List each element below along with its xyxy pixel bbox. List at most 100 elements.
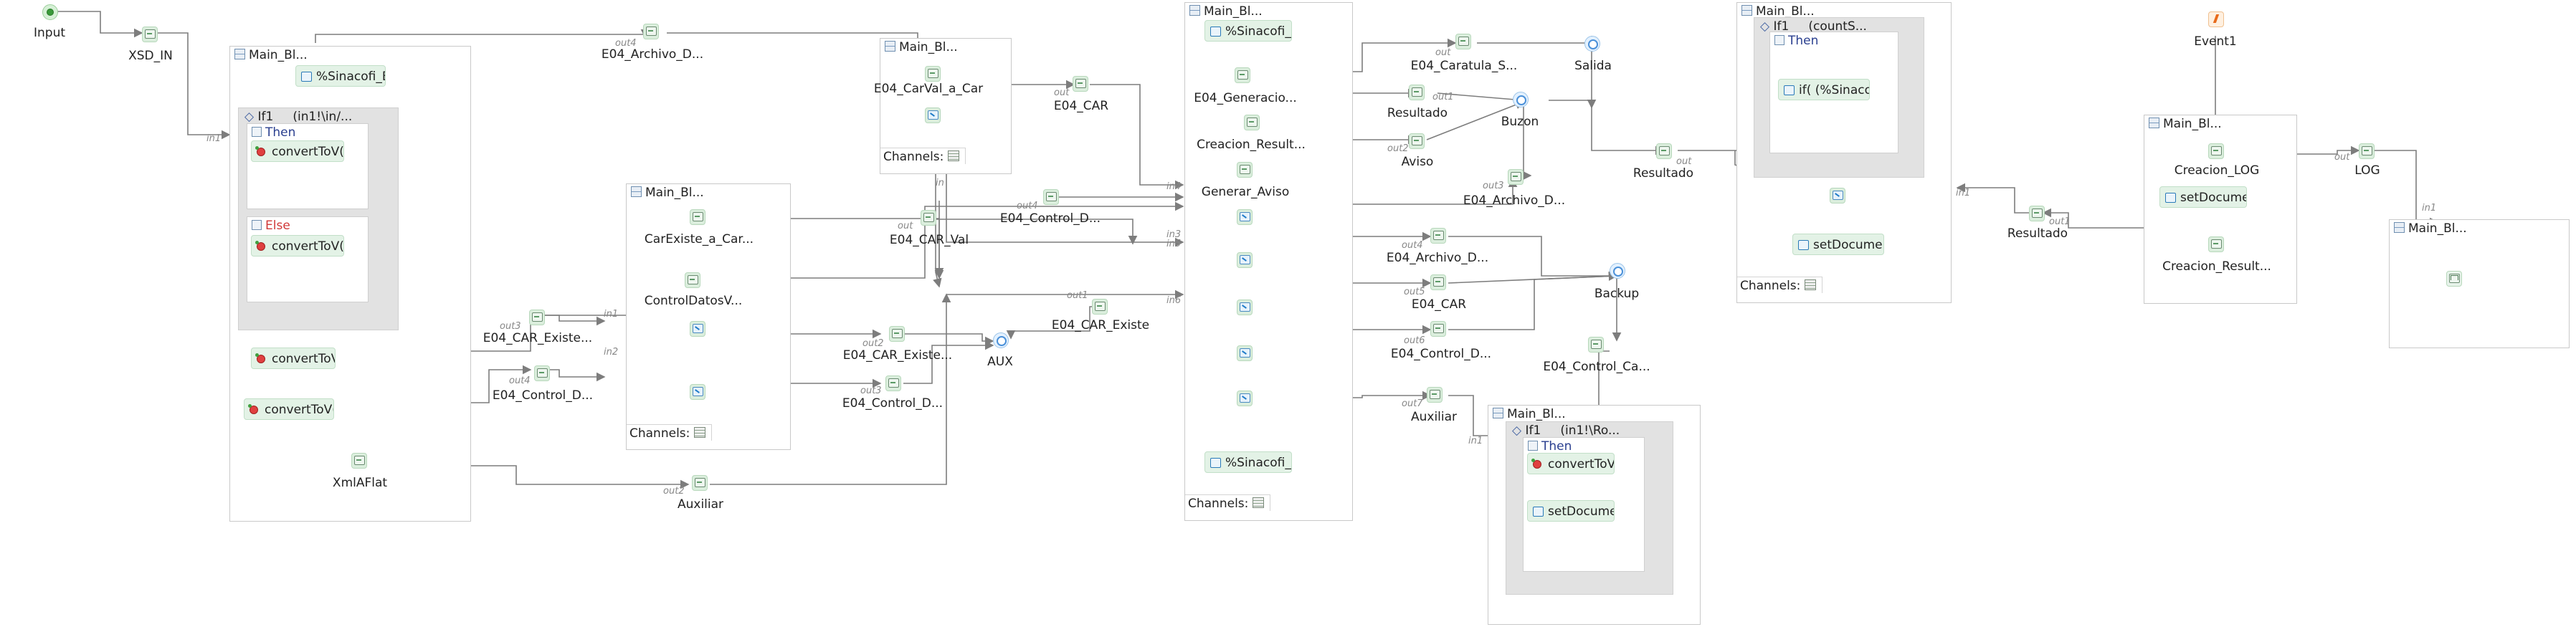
e04-generacion-node[interactable] (1235, 67, 1250, 83)
select-node-2[interactable] (690, 384, 705, 400)
resultado-right-node[interactable] (1656, 143, 1672, 159)
log-node[interactable] (2359, 143, 2375, 159)
creacion-log-label: Creacion_LOG (2174, 163, 2260, 178)
mail-icon (2449, 274, 2460, 283)
task-convert-tov-2[interactable]: convertToV( (244, 398, 334, 420)
main-block-2[interactable]: Main_Bl... (626, 183, 791, 450)
port-in3: in3 (1166, 229, 1182, 240)
task-convert-tov-1[interactable]: convertToV( (251, 348, 336, 369)
port-in1-d: in1 (1956, 188, 1971, 198)
backup-port-node[interactable] (1610, 263, 1625, 279)
e04-caratula-node[interactable] (1455, 34, 1471, 49)
main-block-8[interactable]: Main_Bl... (2389, 219, 2570, 348)
aviso-node[interactable] (1409, 133, 1425, 149)
select-icon (1240, 393, 1250, 403)
generar-aviso-node[interactable] (1237, 162, 1253, 178)
e04-control-ca-label: E04_Control_Ca... (1543, 360, 1650, 374)
port-in: in (936, 178, 944, 188)
channels-tab-6[interactable]: Channels: (1737, 277, 1823, 293)
e04-car-existe-left-node[interactable] (529, 310, 545, 325)
channels-tab-2[interactable]: Channels: (627, 424, 713, 441)
task-convert-tov-else[interactable]: convertToV( (251, 235, 344, 257)
e04-carval-node[interactable] (925, 66, 941, 82)
creacion-log-node[interactable] (2208, 143, 2224, 159)
e04-car-existe-mid-label: E04_CAR_Existe... (842, 348, 953, 363)
select-node-8[interactable] (1237, 391, 1253, 406)
channels-tab-4[interactable]: Channels: (1185, 494, 1271, 511)
e04-control-ca-node[interactable] (1588, 337, 1604, 353)
task-set-documen-log[interactable]: setDocumen (2159, 186, 2247, 208)
document-icon (301, 72, 312, 82)
salida-port-node[interactable] (1584, 36, 1600, 52)
input-start-node[interactable] (42, 4, 58, 20)
select-node-1[interactable] (690, 321, 705, 337)
e04-car-val-node[interactable] (921, 210, 936, 226)
select-node-7[interactable] (1237, 345, 1253, 361)
select-node-4[interactable] (1237, 209, 1253, 225)
main-block-4[interactable]: Main_Bl... (1184, 2, 1353, 521)
task-set-documen-count[interactable]: setDocumen (1792, 234, 1884, 255)
channels-tab-3[interactable]: Channels: (880, 148, 966, 164)
xmlaflat-node[interactable] (351, 453, 367, 469)
port-in4: in4 (1166, 181, 1182, 192)
e04-car-low-node[interactable] (1430, 274, 1446, 290)
port-out4-archivo: out4 (1402, 240, 1423, 251)
creacion-result-right-node[interactable] (2208, 236, 2224, 252)
e04-archivo-top-node[interactable] (643, 24, 659, 39)
document-icon (1533, 507, 1544, 517)
e04-archivo-right-node[interactable] (1508, 169, 1524, 185)
controldatosv-node[interactable] (685, 272, 700, 288)
document-icon (2165, 193, 2176, 203)
map-icon (646, 27, 657, 36)
port-out3-low: out3 (860, 385, 882, 396)
e04-generacion-label: E04_Generacio... (1194, 91, 1297, 105)
e04-car-existe-right-node[interactable] (1092, 299, 1108, 315)
e04-control-d-mid-node[interactable] (1043, 189, 1059, 205)
xsd-in-node[interactable] (142, 27, 158, 42)
map-icon (1075, 79, 1086, 88)
map-icon (1458, 37, 1469, 46)
select-node-3[interactable] (925, 107, 941, 123)
auxiliar-bottom-node[interactable] (692, 475, 708, 491)
convert-icon (255, 353, 265, 363)
port-icon (1613, 267, 1623, 277)
select-node-5[interactable] (1237, 252, 1253, 268)
port-out3-archivo: out3 (1483, 181, 1504, 191)
task-convert-tov-then[interactable]: convertToV( (251, 140, 344, 162)
then-branch-1[interactable]: Then (247, 123, 369, 209)
task-sinacofi-e-top[interactable]: %Sinacofi_E (1204, 20, 1292, 42)
map-icon (888, 378, 899, 388)
e04-car-top-node[interactable] (1073, 76, 1088, 92)
task-if-sinaco[interactable]: if( (%Sinaco (1778, 79, 1870, 100)
e04-control-d-left-node[interactable] (534, 365, 550, 381)
e04-car-existe-right-label: E04_CAR_Existe (1051, 318, 1150, 332)
e04-car-existe-left-label: E04_CAR_Existe... (483, 331, 593, 345)
e04-car-existe-mid-node[interactable] (889, 326, 905, 342)
auxiliar-right-node[interactable] (1427, 387, 1443, 403)
map-icon (1433, 324, 1444, 333)
event1-node[interactable] (2208, 11, 2224, 27)
else-branch-1[interactable]: Else (247, 216, 369, 302)
port-out2-aviso: out2 (1387, 143, 1409, 154)
e04-archivo-low-node[interactable] (1430, 228, 1446, 244)
select-node-9[interactable] (1830, 188, 1845, 203)
aux-port-node[interactable] (993, 332, 1009, 348)
if-diamond-icon: ◇ (1512, 423, 1526, 438)
carexiste-node[interactable] (690, 209, 705, 225)
task-sinacofi-e-bottom[interactable]: %Sinacofi_E (1204, 451, 1292, 473)
task-sinacofi-e[interactable]: %Sinacofi_E (295, 65, 386, 87)
resultado-mid-node[interactable] (1409, 85, 1425, 100)
select-node-6[interactable] (1237, 300, 1253, 315)
creacion-result-mid-node[interactable] (1244, 115, 1260, 130)
resultado-far-node[interactable] (2029, 206, 2045, 221)
buzon-port-node[interactable] (1513, 92, 1529, 107)
task-set-documen-ro[interactable]: setDocumen (1527, 500, 1615, 522)
e04-control-d-right-node[interactable] (1430, 321, 1446, 337)
e04-control-d-low-node[interactable] (885, 375, 901, 391)
e04-control-d-right-label: E04_Control_D... (1390, 347, 1492, 361)
port-icon (1588, 39, 1598, 49)
task-convert-tov-ro[interactable]: convertToV( (1527, 453, 1615, 474)
aux-label: AUX (987, 355, 1013, 369)
mail-node[interactable] (2446, 271, 2462, 287)
